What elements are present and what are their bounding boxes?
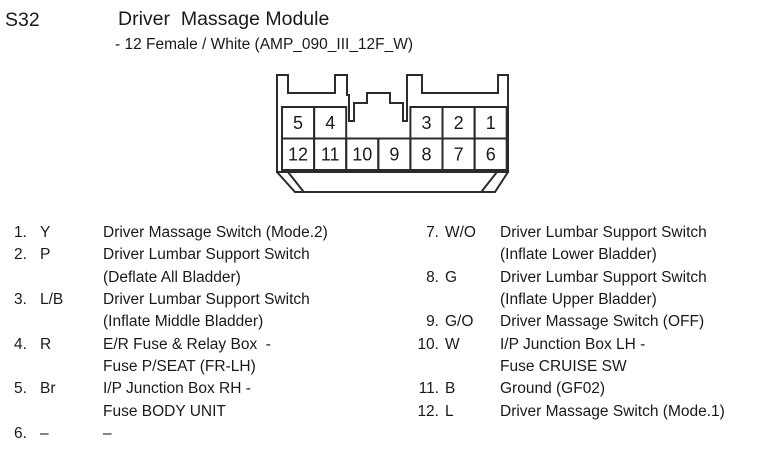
- pin-wire-color: L/B: [40, 290, 64, 308]
- pin-wire-color: G/O: [445, 313, 474, 331]
- pin-wire-color: W: [445, 335, 460, 353]
- pin-description: Ground (GF02): [500, 380, 606, 398]
- pin-number: 12.: [417, 402, 439, 420]
- pin-description: Driver Lumbar Support Switch (Deflate Al…: [103, 246, 310, 286]
- pin-wire-color: P: [40, 246, 51, 264]
- connector-code: S32: [5, 9, 40, 31]
- pin-wire-color: G: [445, 268, 458, 286]
- connector-pin-number: 10: [352, 145, 372, 165]
- connector-skirt-bevel: [286, 170, 499, 193]
- pin-number: 1.: [14, 224, 27, 241]
- pin-description: Driver Massage Switch (Mode.1): [500, 402, 725, 420]
- pin-list-right: 7. W/O Driver Lumbar Support Switch (Inf…: [415, 222, 771, 423]
- pin-number: 11.: [418, 380, 439, 398]
- pin-description: –: [103, 424, 112, 442]
- pin-wire-color: L: [445, 402, 454, 420]
- connector-outline: [276, 74, 509, 173]
- connector-pin-number: 2: [454, 113, 464, 133]
- pin-number: 2.: [14, 246, 27, 264]
- pin-number: 8.: [426, 268, 439, 286]
- connector-pin-number: 6: [486, 145, 496, 165]
- pin-wire-color: Y: [40, 224, 51, 241]
- pin-wire-color: R: [40, 335, 52, 353]
- pin-wire-color: Br: [40, 380, 56, 398]
- pin-wire-color: W/O: [445, 224, 476, 241]
- connector-diagram: 5 4 3 2 1 12 11 10 9 8 7 6: [276, 74, 510, 193]
- connector-pin-number: 9: [389, 145, 399, 165]
- pin-number: 10.: [417, 335, 439, 353]
- pin-number: 3.: [14, 290, 27, 308]
- pin-wire-color: B: [445, 380, 456, 398]
- pin-description: Driver Massage Switch (Mode.2): [103, 224, 328, 241]
- pin-wire-color: –: [40, 424, 49, 442]
- pin-description: I/P Junction Box RH - Fuse BODY UNIT: [103, 380, 251, 420]
- pin-number: 4.: [14, 335, 27, 353]
- pin-description: Driver Lumbar Support Switch (Inflate Mi…: [103, 290, 310, 331]
- connector-pin-number: 4: [325, 113, 335, 133]
- connector-pin-number: 5: [293, 113, 303, 133]
- pin-number: 6.: [14, 424, 27, 442]
- connector-pin-number: 7: [454, 145, 464, 165]
- pin-description: Driver Massage Switch (OFF): [500, 313, 705, 331]
- pin-description: Driver Lumbar Support Switch (Inflate Up…: [500, 268, 707, 308]
- pin-list-left: 1. Y Driver Massage Switch (Mode.2) 2. P…: [14, 222, 399, 445]
- pin-description: E/R Fuse & Relay Box - Fuse P/SEAT (FR-L…: [103, 335, 271, 375]
- connector-pin-number: 3: [421, 113, 431, 133]
- pin-description: I/P Junction Box LH - Fuse CRUISE SW: [500, 335, 646, 375]
- connector-pin-number: 12: [288, 145, 308, 165]
- connector-pin-number: 8: [421, 145, 431, 165]
- pin-description: Driver Lumbar Support Switch (Inflate Lo…: [500, 224, 707, 264]
- connector-pin-number: 1: [486, 113, 496, 133]
- pin-number: 7.: [426, 224, 439, 241]
- page-title: Driver Massage Module: [118, 8, 330, 30]
- connector-cavity-cell: [473, 137, 508, 171]
- connector-pin-number: 11: [321, 145, 340, 165]
- pin-number: 9.: [426, 313, 439, 331]
- connector-skirt: [276, 170, 510, 193]
- pin-number: 5.: [14, 380, 27, 398]
- page-subtitle: - 12 Female / White (AMP_090_III_12F_W): [115, 36, 414, 53]
